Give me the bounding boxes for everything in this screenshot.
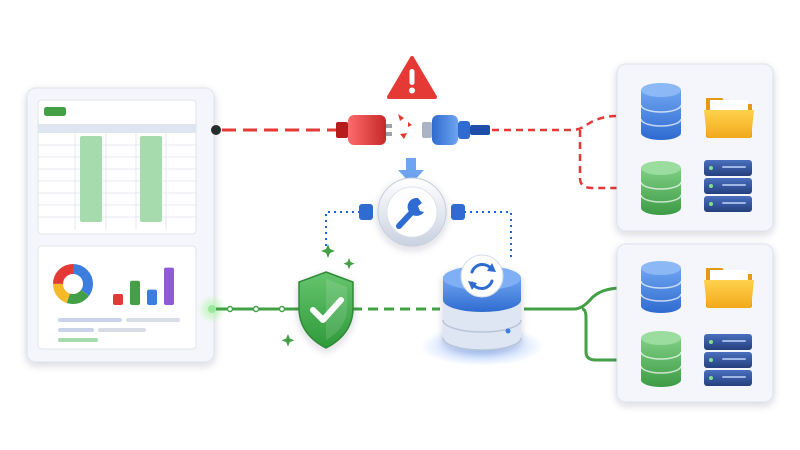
spreadsheet-tab-badge <box>44 107 66 116</box>
legend-line <box>58 338 98 342</box>
folder-icon <box>704 268 754 308</box>
sparkle-icon <box>281 244 355 347</box>
repair-connector <box>325 177 512 258</box>
donut-chart <box>53 264 93 304</box>
legend-line <box>58 328 94 332</box>
shield-check-icon <box>298 271 354 349</box>
healthy-connection <box>198 283 634 365</box>
donut-segment <box>53 264 93 304</box>
server-rack-icon <box>704 160 752 212</box>
legend-line <box>58 318 122 322</box>
spreadsheet-highlight-column <box>80 136 102 222</box>
bar-mark <box>130 280 140 305</box>
database-icon <box>640 161 682 215</box>
chart-panel <box>37 245 197 350</box>
bar-chart <box>113 267 174 305</box>
connector-port <box>211 125 221 135</box>
legend-line <box>98 328 146 332</box>
spreadsheet-panel <box>37 99 197 235</box>
server-rack-icon <box>704 334 752 386</box>
spreadsheet-highlight-column <box>140 136 162 222</box>
folder-icon <box>704 98 754 138</box>
warning-triangle-icon <box>387 56 437 99</box>
donut-segment <box>53 264 93 304</box>
red-plug <box>336 115 392 145</box>
database-icon <box>640 331 682 387</box>
spark-fragments <box>398 114 412 139</box>
broken-connection <box>211 111 632 193</box>
blue-plug <box>422 115 490 145</box>
spreadsheet-grid <box>38 133 196 230</box>
bar-mark <box>147 289 157 305</box>
bar-mark <box>164 267 174 305</box>
database-icon <box>640 83 682 140</box>
wrench-icon <box>396 197 424 229</box>
connector-port <box>208 305 216 313</box>
sync-icon <box>460 254 504 298</box>
sync-database <box>420 254 544 366</box>
bar-mark <box>113 294 123 305</box>
database-icon <box>640 261 682 313</box>
donut-segment <box>53 264 93 304</box>
down-arrow-icon <box>398 158 424 184</box>
legend-line <box>126 318 180 322</box>
